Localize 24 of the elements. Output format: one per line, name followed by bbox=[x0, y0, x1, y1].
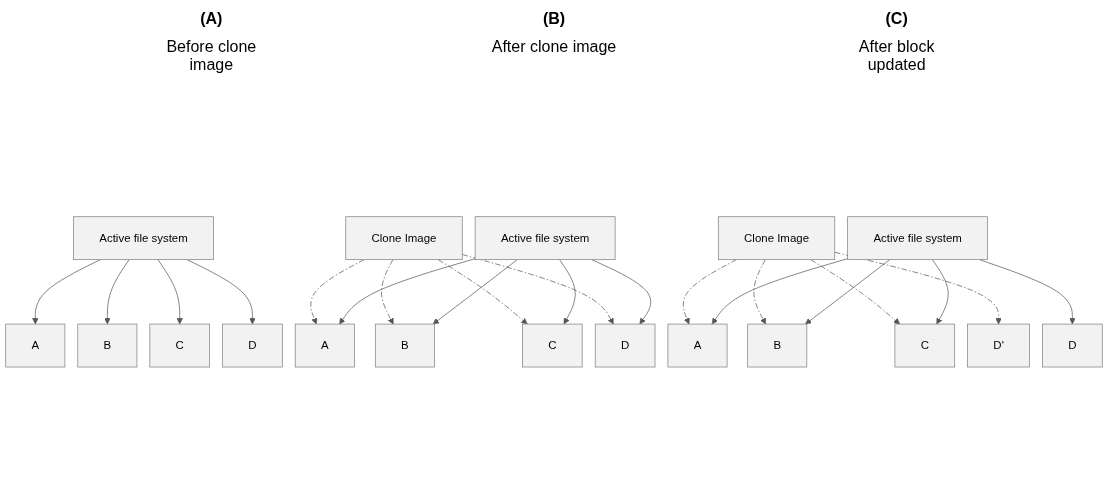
node-box: Clone Image bbox=[717, 216, 836, 260]
node-box: B bbox=[374, 323, 435, 367]
panel-heading: (A) bbox=[200, 10, 223, 28]
node-box: D bbox=[222, 323, 283, 367]
node-box: C bbox=[894, 323, 956, 367]
panel-heading: (B) bbox=[542, 10, 566, 28]
node-box: D bbox=[1042, 323, 1103, 367]
node-box: A bbox=[667, 323, 728, 367]
node-box: Active file system bbox=[73, 216, 214, 260]
node-box: D bbox=[594, 323, 656, 367]
node-box: A bbox=[5, 323, 66, 367]
panel-heading: (C) bbox=[885, 10, 908, 28]
panel-subtitle: Before clone image bbox=[165, 38, 258, 74]
node-box: D' bbox=[967, 323, 1030, 367]
node-box: C bbox=[522, 323, 583, 367]
node-box: Active file system bbox=[847, 216, 988, 260]
node-box: Active file system bbox=[474, 216, 616, 260]
node-box: B bbox=[747, 323, 808, 367]
node-box: B bbox=[77, 323, 138, 367]
node-box: Clone Image bbox=[345, 216, 463, 260]
panel-subtitle: After block updated bbox=[857, 38, 936, 74]
panel-subtitle: After clone image bbox=[490, 38, 618, 56]
node-box: A bbox=[294, 323, 355, 367]
node-box: C bbox=[149, 323, 210, 367]
